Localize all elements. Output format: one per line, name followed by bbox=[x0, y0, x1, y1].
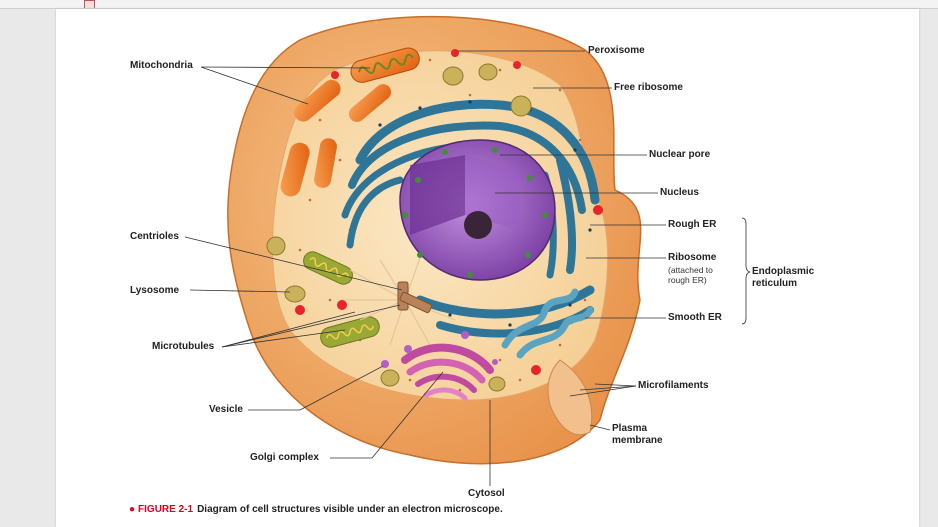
label-free-ribosome: Free ribosome bbox=[614, 82, 683, 93]
caption-figure-number: FIGURE 2-1 bbox=[138, 504, 194, 515]
mitochondria-group bbox=[280, 47, 420, 348]
label-endoplasmic-reticulum: Endoplasmic reticulum bbox=[752, 266, 815, 289]
nucleolus-shape bbox=[464, 211, 492, 239]
label-golgi-complex: Golgi complex bbox=[250, 452, 319, 463]
lysosome-shape bbox=[284, 285, 306, 303]
label-plasma-membrane: Plasma membrane bbox=[612, 423, 663, 446]
label-ribosome-note: (attached to rough ER) bbox=[668, 265, 713, 285]
label-microfilaments: Microfilaments bbox=[638, 380, 709, 391]
label-lysosome: Lysosome bbox=[130, 285, 180, 296]
caption-bullet-icon: ● bbox=[129, 504, 136, 515]
label-smooth-er: Smooth ER bbox=[668, 312, 722, 323]
browser-tab-bar: ▪ bbox=[0, 0, 938, 9]
label-nuclear-pore: Nuclear pore bbox=[649, 149, 711, 160]
label-mitochondria: Mitochondria bbox=[130, 60, 193, 71]
smooth-er-shape bbox=[501, 288, 594, 359]
peroxisome-shape bbox=[451, 49, 459, 57]
golgi-complex-shape bbox=[401, 343, 494, 401]
nuclear-pore-shapes bbox=[402, 147, 548, 278]
caption-text: Diagram of cell structures visible under… bbox=[197, 504, 503, 515]
pdf-icon bbox=[84, 0, 95, 8]
label-peroxisome: Peroxisome bbox=[588, 45, 645, 56]
label-vesicle: Vesicle bbox=[209, 404, 243, 415]
label-nucleus: Nucleus bbox=[660, 187, 699, 198]
leader-lines bbox=[184, 50, 751, 486]
centrioles-shape bbox=[340, 257, 456, 346]
label-cytosol: Cytosol bbox=[468, 488, 505, 499]
plasma-membrane-edge bbox=[547, 359, 593, 436]
tab-fragment[interactable]: ▪ bbox=[0, 0, 4, 5]
nucleus-shape bbox=[399, 139, 556, 281]
label-centrioles: Centrioles bbox=[130, 231, 179, 242]
label-microtubules: Microtubules bbox=[152, 341, 215, 352]
label-ribosome: Ribosome bbox=[668, 252, 717, 263]
label-rough-er: Rough ER bbox=[668, 219, 717, 230]
